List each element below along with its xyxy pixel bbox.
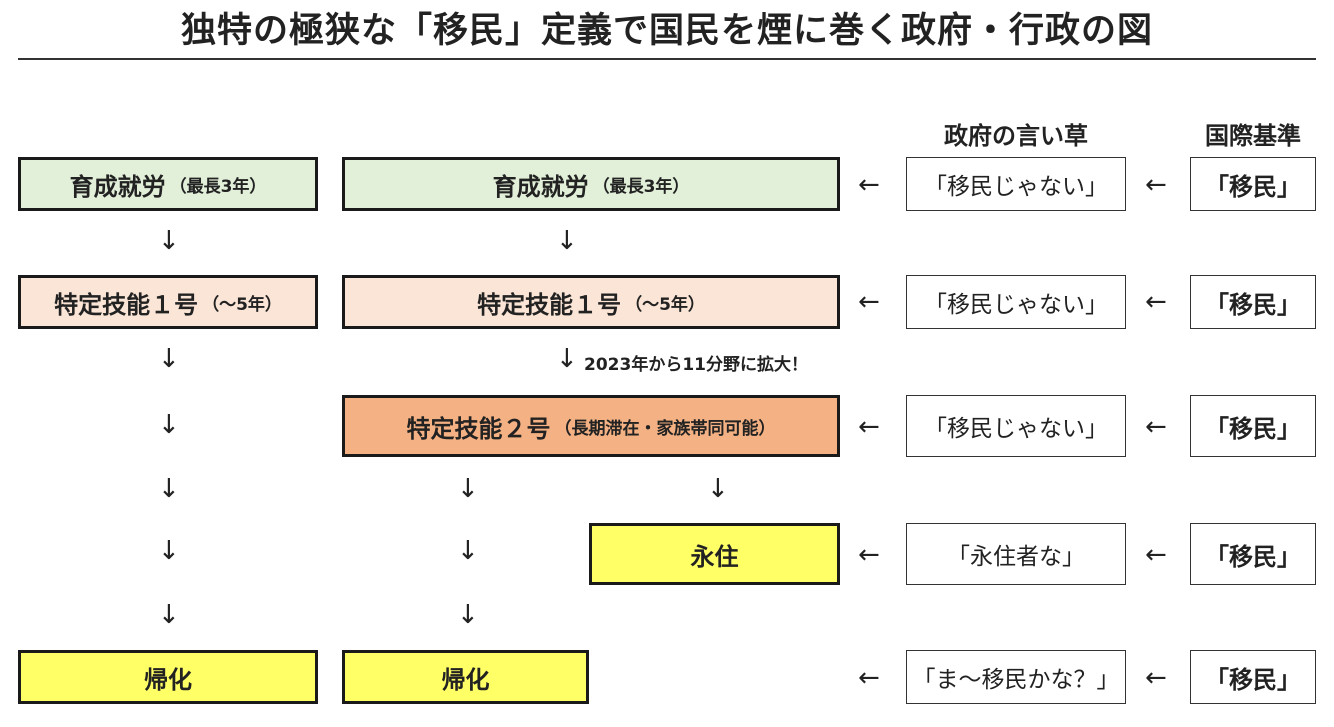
center-ikusei-shuro-label: 育成就労 <box>492 172 589 201</box>
down-arrow: ↓ <box>556 344 578 374</box>
government-label-box: 「移民じゃない」 <box>906 395 1126 457</box>
left-arrow: ← <box>858 287 880 317</box>
center-tokutei-2-box: 特定技能２号（長期滞在・家族帯同可能） <box>342 395 840 457</box>
header-government: 政府の言い草 <box>944 122 1088 150</box>
center-ikusei-shuro-box: 育成就労（最長3年） <box>342 157 840 211</box>
down-arrow: ↓ <box>158 536 180 566</box>
left-arrow: ← <box>858 412 880 442</box>
left-arrow: ← <box>1145 287 1167 317</box>
down-arrow: ↓ <box>158 600 180 630</box>
left-ikusei-shuro-sub: （最長3年） <box>169 176 267 197</box>
down-arrow: ↓ <box>158 474 180 504</box>
center-kika-box: 帰化 <box>342 650 589 704</box>
left-kika-box: 帰化 <box>18 650 318 704</box>
left-tokutei-1-sub: （〜5年） <box>202 294 282 315</box>
left-arrow: ← <box>858 663 880 693</box>
page-title: 独特の極狭な「移民」定義で国民を煙に巻く政府・行政の図 <box>180 11 1153 51</box>
left-kika-label: 帰化 <box>144 665 192 694</box>
left-arrow: ← <box>858 170 880 200</box>
government-label-box: 「ま〜移民かな？」 <box>906 650 1126 704</box>
left-ikusei-shuro-label: 育成就労 <box>69 172 166 201</box>
international-label-box: 「移民」 <box>1190 157 1316 211</box>
left-arrow: ← <box>858 540 880 570</box>
title-divider <box>18 58 1316 60</box>
center-tokutei-1-box: 特定技能１号（〜5年） <box>342 275 840 329</box>
down-arrow: ↓ <box>158 410 180 440</box>
government-label-box: 「永住者な」 <box>906 523 1126 585</box>
international-label-box: 「移民」 <box>1190 523 1316 585</box>
down-arrow: ↓ <box>457 474 479 504</box>
center-tokutei-1-label: 特定技能１号 <box>477 290 622 319</box>
left-tokutei-1-box: 特定技能１号（〜5年） <box>18 275 318 329</box>
center-tokutei-2-label: 特定技能２号 <box>406 414 551 443</box>
center-eiju-label: 永住 <box>690 542 739 571</box>
left-arrow: ← <box>1145 412 1167 442</box>
left-arrow: ← <box>1145 663 1167 693</box>
down-arrow: ↓ <box>707 474 729 504</box>
down-arrow: ↓ <box>556 226 578 256</box>
expansion-note: 2023年から11分野に拡大！ <box>584 355 808 375</box>
international-label-box: 「移民」 <box>1190 650 1316 704</box>
down-arrow: ↓ <box>457 536 479 566</box>
down-arrow: ↓ <box>158 344 180 374</box>
left-arrow: ← <box>1145 170 1167 200</box>
left-tokutei-1-label: 特定技能１号 <box>54 290 199 319</box>
left-ikusei-shuro-box: 育成就労（最長3年） <box>18 157 318 211</box>
center-ikusei-shuro-sub: （最長3年） <box>592 176 690 197</box>
center-kika-label: 帰化 <box>441 665 490 694</box>
international-label-box: 「移民」 <box>1190 275 1316 329</box>
center-tokutei-1-sub: （〜5年） <box>625 294 705 315</box>
center-eiju-box: 永住 <box>589 523 840 585</box>
down-arrow: ↓ <box>158 226 180 256</box>
down-arrow: ↓ <box>457 600 479 630</box>
international-label-box: 「移民」 <box>1190 395 1316 457</box>
government-label-box: 「移民じゃない」 <box>906 157 1126 211</box>
center-tokutei-2-sub: （長期滞在・家族帯同可能） <box>554 418 776 439</box>
government-label-box: 「移民じゃない」 <box>906 275 1126 329</box>
left-arrow: ← <box>1145 540 1167 570</box>
header-international: 国際基準 <box>1205 122 1301 150</box>
